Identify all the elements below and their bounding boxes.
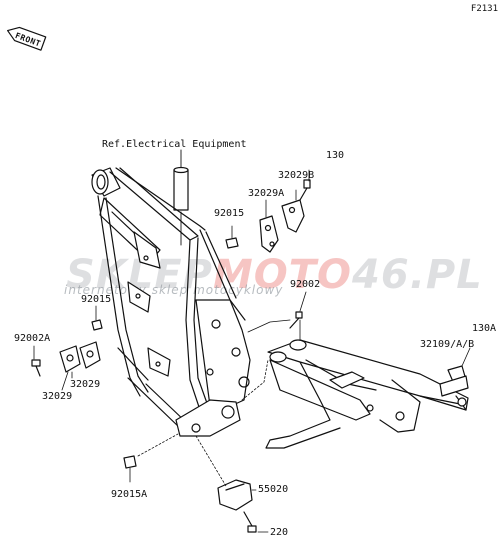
diagram-code: F2131	[470, 4, 498, 14]
part-32029b-label: 32029B	[278, 170, 315, 181]
nut-92015a-shape	[123, 433, 179, 483]
nut-92015-top-shape	[225, 225, 239, 249]
bolt-130-shape	[299, 169, 311, 201]
part-220-label: 220	[270, 527, 289, 538]
part-32029a-label: 32029A	[248, 188, 285, 199]
electrical-equipment-ref-shape	[173, 149, 189, 246]
bracket-32029b-shape	[281, 189, 305, 233]
part-32029-label-1: 32029	[70, 379, 101, 390]
part-55020-label: 55020	[258, 484, 289, 495]
part-92015-left-label: 92015	[81, 294, 112, 305]
ref-electrical-label: Ref.Electrical Equipment	[102, 139, 247, 150]
bolt-92002-shape	[289, 291, 307, 329]
front-arrow-icon	[7, 26, 47, 51]
bracket-32029a-shape	[259, 199, 279, 253]
part-92015-top-label: 92015	[214, 208, 245, 219]
part-130-label: 130	[326, 150, 345, 161]
part-92002a-label: 92002A	[14, 333, 51, 344]
part-92015a-label: 92015A	[111, 489, 148, 500]
part-32029-label-2: 32029	[42, 391, 73, 402]
main-frame-shape	[91, 167, 251, 437]
watermark-pl: .PL	[409, 252, 483, 298]
rear-subframe-shape	[241, 319, 469, 449]
nut-92015-left-shape	[91, 305, 103, 331]
part-92002-label: 92002	[290, 279, 321, 290]
mount-55020-shape	[195, 435, 257, 511]
bolt-220-shape	[243, 511, 269, 533]
watermark-46: 46	[352, 252, 410, 298]
part-32109-label: 32109/A/B	[420, 339, 475, 350]
brackets-32029-shape	[59, 341, 101, 391]
stand-32109-shape	[439, 347, 471, 411]
watermark-moto: MOTO	[212, 252, 353, 298]
part-130a-label: 130A	[472, 323, 497, 334]
bolt-92002a-shape	[31, 345, 41, 377]
